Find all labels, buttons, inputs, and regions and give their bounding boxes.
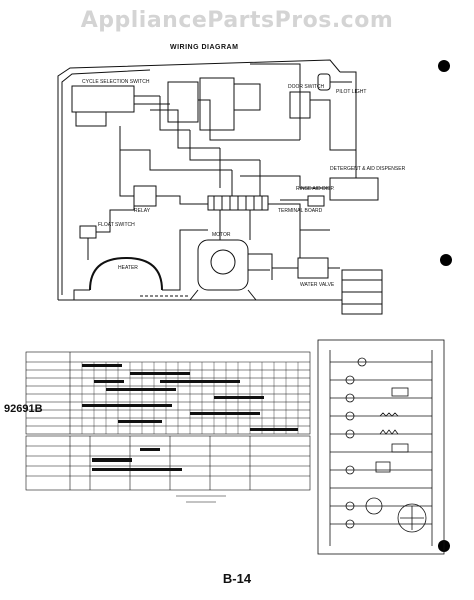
watermark: AppliancePartsPros.com: [80, 8, 394, 33]
label-detergent-dispenser: DETERGENT & AID DISPENSER: [330, 166, 406, 172]
part-number: 92691B: [4, 403, 43, 415]
label-float-switch: FLOAT SWITCH: [98, 222, 135, 228]
label-water-valve: WATER VALVE: [300, 282, 335, 288]
hole-punch-top: [438, 60, 450, 72]
label-door-switch: DOOR SWITCH: [288, 84, 325, 90]
page-number: B-14: [222, 571, 252, 586]
label-terminal-board: TERMINAL BOARD: [278, 208, 323, 214]
label-cycle-selection-switch: CYCLE SELECTION SWITCH: [82, 79, 150, 85]
label-relay: RELAY: [134, 208, 151, 214]
label-heater: HEATER: [118, 265, 138, 271]
diagram-title: WIRING DIAGRAM: [170, 44, 239, 51]
label-rinse-aid-dispenser: RINSE AID DISP.: [296, 186, 335, 192]
label-motor: MOTOR: [212, 232, 231, 238]
hole-punch-middle: [440, 254, 452, 266]
label-pilot-light: PILOT LIGHT: [336, 89, 367, 95]
